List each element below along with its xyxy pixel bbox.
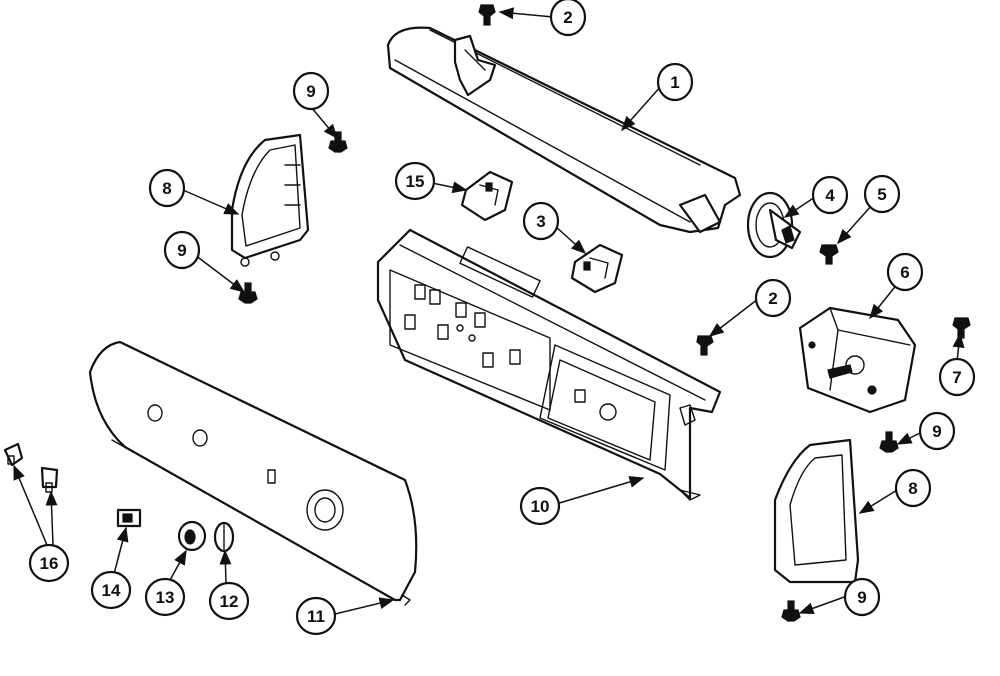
part-switch-15 bbox=[460, 170, 514, 222]
callout-label: 2 bbox=[768, 289, 777, 308]
callout-16: 16 bbox=[28, 543, 70, 583]
callout-label: 1 bbox=[670, 73, 679, 92]
callout-9-b: 9 bbox=[163, 230, 201, 270]
callout-label: 5 bbox=[877, 185, 886, 204]
part-selector-4 bbox=[746, 191, 802, 259]
callout-label: 9 bbox=[857, 588, 866, 607]
callout-label: 2 bbox=[563, 8, 572, 27]
part-screw-knob-4 bbox=[819, 244, 839, 265]
callout-7: 7 bbox=[938, 357, 976, 397]
callout-4: 4 bbox=[811, 175, 849, 215]
callout-3: 3 bbox=[522, 201, 560, 241]
callout-12: 12 bbox=[208, 581, 250, 621]
part-screw-9d bbox=[781, 600, 801, 622]
part-screw-9c bbox=[879, 431, 899, 453]
callout-9-d: 9 bbox=[843, 577, 881, 617]
callout-5: 5 bbox=[863, 174, 901, 214]
callout-label: 13 bbox=[156, 588, 175, 607]
callout-label: 3 bbox=[536, 212, 545, 231]
callout-15: 15 bbox=[394, 161, 436, 201]
callout-6: 6 bbox=[886, 252, 924, 292]
callout-8-right: 8 bbox=[894, 468, 932, 508]
part-console-top-cover bbox=[386, 26, 742, 234]
part-knob-16b bbox=[40, 466, 59, 493]
callout-8-left: 8 bbox=[148, 168, 186, 208]
part-front-panel bbox=[88, 340, 418, 606]
callout-label: 8 bbox=[162, 179, 171, 198]
callout-label: 10 bbox=[531, 497, 550, 516]
part-knob-13 bbox=[177, 520, 207, 552]
callout-label: 7 bbox=[952, 368, 961, 387]
callout-13: 13 bbox=[144, 577, 186, 617]
part-console-panel bbox=[376, 228, 722, 501]
callout-14: 14 bbox=[90, 570, 132, 610]
part-end-cap-right bbox=[773, 438, 860, 584]
part-button-14 bbox=[116, 508, 142, 528]
callout-10: 10 bbox=[519, 486, 561, 526]
part-screw-9b bbox=[238, 282, 258, 304]
callout-label: 15 bbox=[406, 172, 425, 191]
callout-label: 4 bbox=[825, 186, 835, 205]
callout-label: 9 bbox=[932, 422, 941, 441]
callout-label: 9 bbox=[306, 82, 315, 101]
callout-label: 14 bbox=[102, 581, 121, 600]
callout-label: 8 bbox=[908, 479, 917, 498]
part-knob-16a bbox=[3, 442, 24, 467]
callout-2-top: 2 bbox=[549, 0, 587, 37]
callout-label: 9 bbox=[177, 241, 186, 260]
part-screw-top bbox=[478, 4, 496, 26]
part-screw-7 bbox=[952, 317, 971, 339]
callout-label: 12 bbox=[220, 592, 239, 611]
callout-label: 6 bbox=[900, 263, 909, 282]
callout-9-a: 9 bbox=[292, 71, 330, 111]
part-end-cap-left bbox=[230, 133, 310, 267]
callout-11: 11 bbox=[295, 596, 337, 636]
callout-2-mid: 2 bbox=[754, 278, 792, 318]
callout-9-c: 9 bbox=[918, 411, 956, 451]
leader-lines bbox=[13, 7, 965, 615]
callout-label: 16 bbox=[40, 554, 59, 573]
callout-label: 11 bbox=[307, 607, 325, 626]
part-timer-6 bbox=[798, 306, 917, 414]
part-screw-console-mid bbox=[696, 335, 714, 356]
part-switch-3 bbox=[570, 243, 624, 294]
callout-1: 1 bbox=[656, 62, 694, 102]
part-screw-9a bbox=[328, 131, 348, 153]
part-knob-12 bbox=[213, 521, 235, 553]
